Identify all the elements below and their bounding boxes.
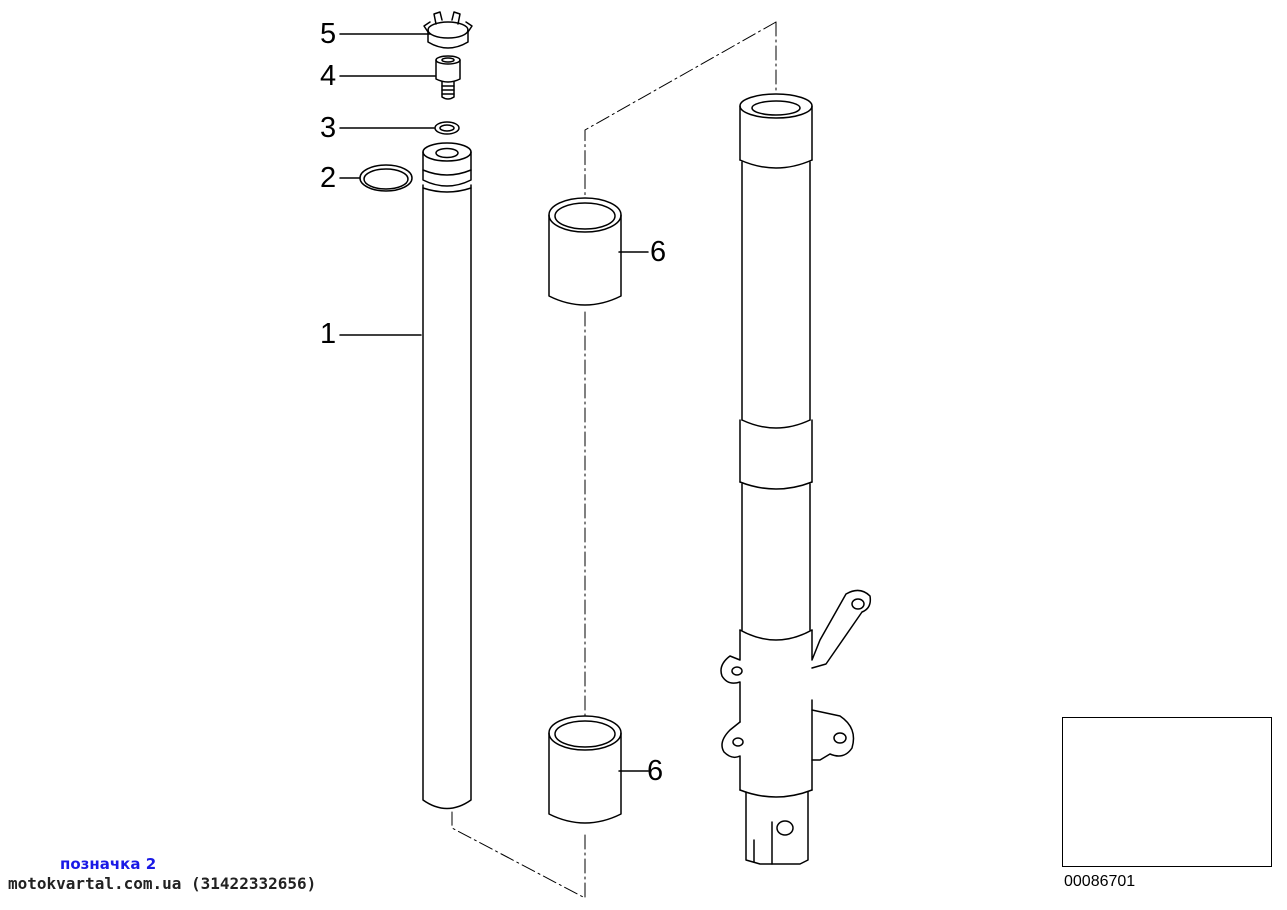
callout-6-upper: 6 [650, 236, 667, 268]
callout-2: 2 [320, 162, 337, 194]
circlip-icon [359, 164, 413, 192]
thumbnail-frame [1062, 717, 1272, 867]
watermark-text: motokvartal.com.ua (31422332656) [8, 874, 317, 893]
bushing-icon-upper [548, 197, 622, 306]
leader-lines [339, 33, 649, 772]
fork-slider-icon [720, 93, 872, 865]
callout-4: 4 [320, 60, 337, 92]
caption-label: позначка 2 [60, 855, 157, 873]
callout-3: 3 [320, 112, 337, 144]
fork-tube-icon [422, 142, 472, 810]
bolt-icon [435, 55, 461, 100]
bushing-icon-lower [548, 715, 622, 824]
o-ring-icon [434, 121, 460, 135]
cap-icon [423, 11, 473, 49]
callout-6-lower: 6 [647, 755, 664, 787]
callout-1: 1 [320, 318, 337, 350]
callout-5: 5 [320, 18, 337, 50]
assembly-lines [451, 21, 777, 899]
document-number: 00086701 [1064, 873, 1136, 890]
